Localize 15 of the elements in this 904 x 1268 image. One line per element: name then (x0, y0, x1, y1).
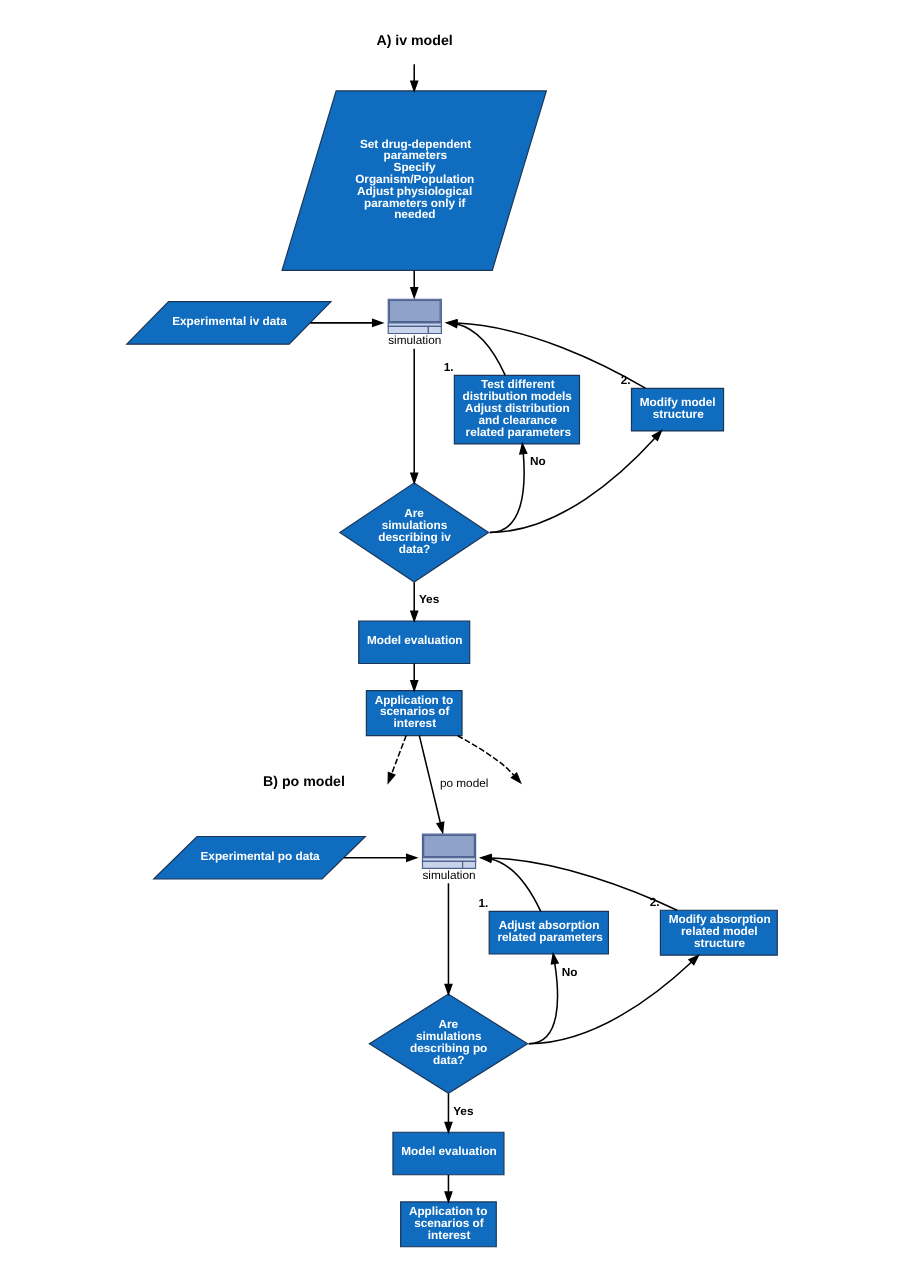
arrow (387, 734, 407, 785)
arrow (409, 269, 419, 300)
arrow (409, 662, 419, 693)
arrow (409, 63, 419, 94)
arrow (418, 734, 445, 835)
arrow (444, 882, 453, 997)
arrow (409, 581, 419, 624)
arrow (456, 734, 522, 785)
arrow (489, 441, 528, 534)
arrow (343, 853, 419, 863)
arrow (527, 954, 700, 1045)
arrow (309, 318, 385, 328)
arrow (409, 347, 419, 486)
arrow (444, 1092, 453, 1135)
arrow (489, 429, 663, 534)
